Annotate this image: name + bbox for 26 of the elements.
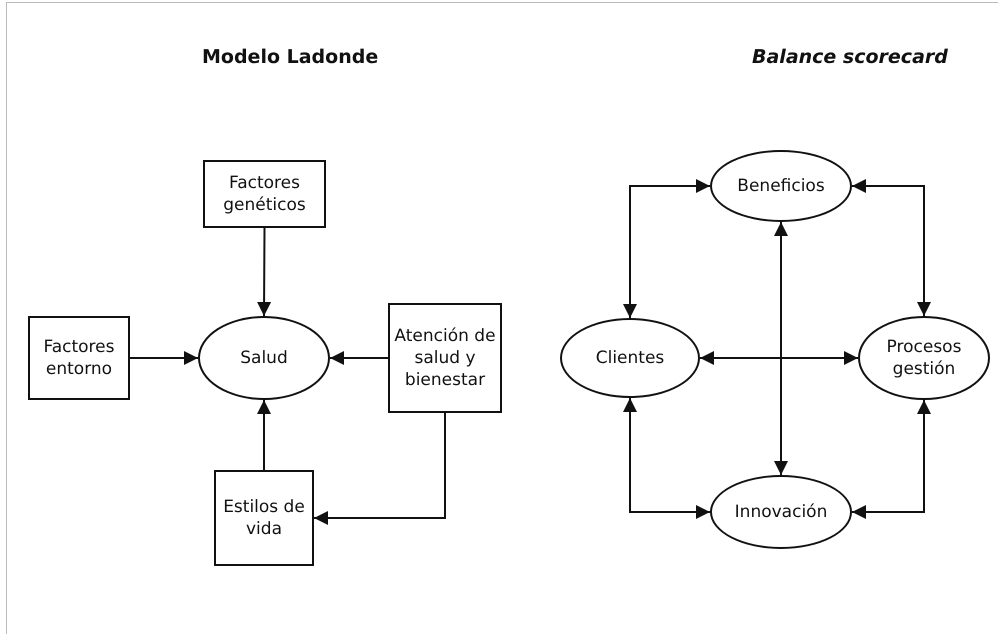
arrow — [130, 351, 198, 365]
node-label: Factores genéticos — [222, 172, 307, 216]
node-label: Salud — [239, 346, 289, 370]
arrow — [700, 351, 858, 365]
node-label: Estilos de vida — [222, 496, 306, 540]
arrow — [774, 222, 788, 475]
node-label: Factores entorno — [42, 336, 116, 380]
node-label: Beneficios — [736, 174, 826, 198]
box-node — [203, 160, 326, 228]
node-label: Clientes — [594, 346, 666, 370]
arrow — [623, 179, 710, 318]
arrow — [330, 351, 388, 365]
node-label: Atención de salud y bienestar — [393, 324, 497, 392]
arrow — [852, 400, 931, 519]
arrow — [314, 413, 446, 525]
box-node — [28, 316, 130, 400]
box-node — [388, 303, 502, 413]
node-label: Innovación — [734, 500, 828, 524]
arrow — [852, 179, 931, 316]
node-label: Procesos gestión — [886, 336, 962, 380]
diagram-heading: Balance scorecard — [752, 46, 948, 68]
arrow — [257, 400, 271, 470]
arrow — [257, 228, 272, 316]
arrow — [623, 398, 710, 519]
box-node — [214, 470, 314, 566]
diagram-heading: Modelo Ladonde — [202, 46, 378, 68]
